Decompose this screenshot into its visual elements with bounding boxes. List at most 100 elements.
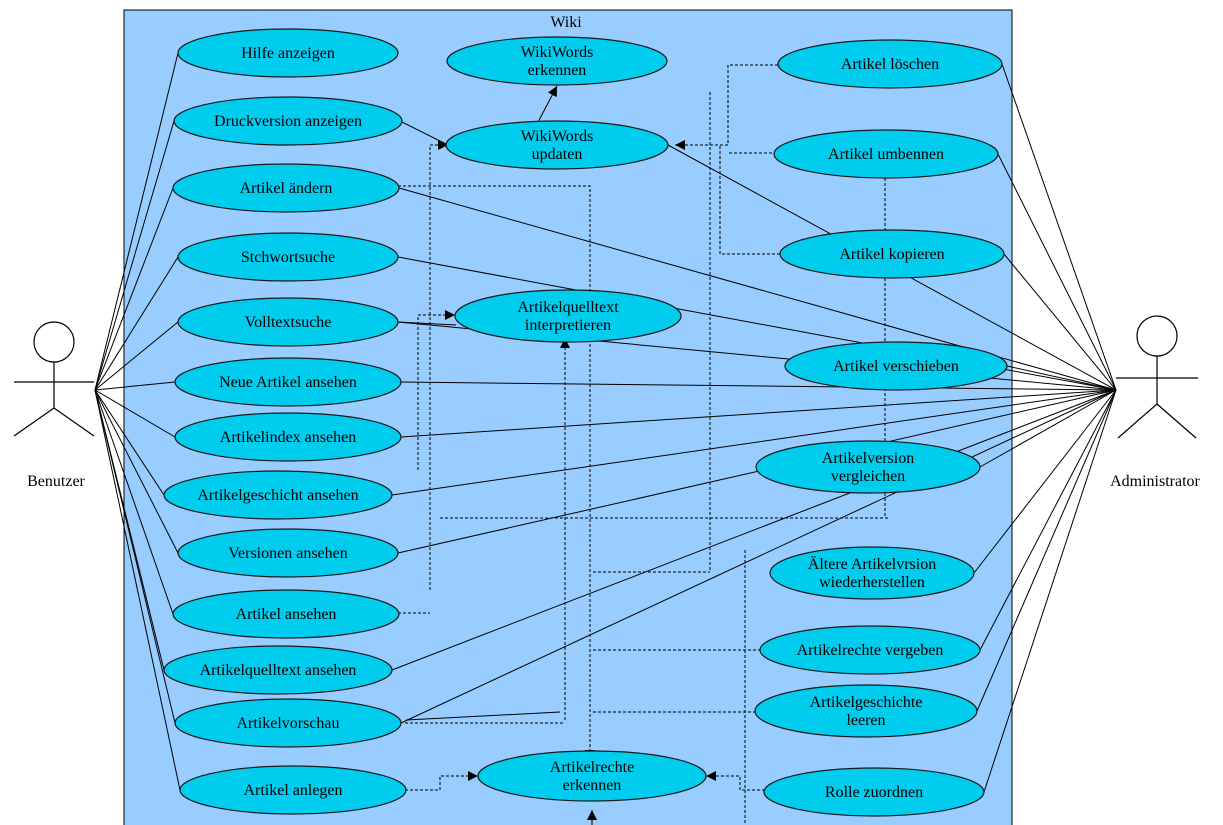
use-case-label: Artikelgeschicht ansehen [197,487,358,504]
use-case-ellipse [773,129,999,179]
use-case-ellipse [784,341,1008,391]
user-association-line [94,389,179,554]
admin-association-line [391,389,1117,671]
user-association-line [94,389,174,615]
user-association-line [94,321,179,391]
user-association-line [94,256,179,391]
use-case-geschicht[interactable]: Artikelgeschicht ansehen [163,470,393,520]
use-case-ellipse [163,645,393,695]
admin-association-line [979,389,1117,468]
admin-association-line [979,389,1117,651]
user-association-line [94,389,176,724]
use-case-ellipse [446,36,668,86]
use-case-label: interpretieren [525,317,611,334]
use-case-ellipse [445,120,669,170]
use-case-label: Artikelquelltext [517,299,619,316]
actor-associations [94,52,1117,793]
use-case-ellipse [777,39,1003,89]
include-relations [397,64,890,825]
use-case-ellipse [179,765,407,815]
admin-association-line [976,389,1117,712]
user-association-line [94,187,174,391]
use-case-verschieben[interactable]: Artikel verschieben [784,341,1008,391]
use-case-aendern[interactable]: Artikel ändern [172,163,400,213]
admin-association-line [400,389,1117,724]
use-case-label: Artikelindex ansehen [220,429,356,446]
use-case-rolle[interactable]: Rolle zuordnen [763,767,985,817]
use-case-ellipse [779,229,1005,279]
use-case-label: Hilfe anzeigen [241,45,335,62]
use-case-label: Artikelrechte [550,759,634,776]
admin-association-line [973,389,1117,574]
use-case-label: erkennen [563,777,622,794]
use-case-kopieren[interactable]: Artikel kopieren [779,229,1005,279]
actor-head [33,321,75,363]
use-case-label: leeren [846,712,885,729]
dependency-arrow [417,310,455,470]
use-case-ellipse [763,767,985,817]
use-case-label: wiederherstellen [819,574,925,591]
dependency-arrow [675,65,729,150]
use-case-label: Ältere Artikelvrsion [808,555,936,573]
use-case-label: Artikel verschieben [833,358,959,375]
use-case-index[interactable]: Artikelindex ansehen [174,412,402,462]
use-case-umbennen[interactable]: Artikel umbennen [773,129,999,179]
use-case-neue[interactable]: Neue Artikel ansehen [174,357,402,407]
use-case-ellipse [174,412,402,462]
admin-association-line [997,153,1117,391]
use-case-label: Artikel löschen [841,56,939,73]
dependency-arrow [706,771,765,791]
include-arrow [536,85,558,125]
admin-association-line [400,381,1117,391]
use-case-label: Neue Artikel ansehen [219,374,357,391]
use-case-anlegen[interactable]: Artikel anlegen [179,765,407,815]
actor-head [1136,315,1178,357]
use-case-label: updaten [532,146,583,163]
use-case-ellipse [174,357,402,407]
use-case-ellipse [173,96,403,146]
use-case-druck[interactable]: Druckversion anzeigen [173,96,403,146]
use-case-ellipse [454,289,682,343]
user-association-line [94,120,175,391]
use-case-label: Artikel anlegen [243,782,342,799]
admin-association-line [1006,365,1117,391]
admin-actor[interactable]: Administrator [1110,315,1201,490]
use-case-stichwort[interactable]: Stchwortsuche [177,232,399,282]
use-case-vergeben[interactable]: Artikelrechte vergeben [759,625,981,675]
dependency-arrow [429,140,448,590]
use-case-label: Druckversion anzeigen [214,113,362,130]
use-case-label: Artikel umbennen [828,146,944,163]
use-case-ellipse [755,440,981,494]
use-case-loeschen[interactable]: Artikel löschen [777,39,1003,89]
use-case-versionen[interactable]: Versionen ansehen [177,528,399,578]
use-case-label: vergleichen [831,468,905,485]
use-case-label: WikiWords [521,44,594,61]
use-case-ansehen[interactable]: Artikel ansehen [172,589,400,639]
use-case-ellipse [759,625,981,675]
use-case-volltext[interactable]: Volltextsuche [177,297,399,347]
use-case-hilfe[interactable]: Hilfe anzeigen [177,28,399,78]
use-case-label: Artikelversion [822,450,914,467]
use-case-ellipse [172,589,400,639]
use-case-label: Artikel ansehen [236,606,337,623]
use-case-ellipse [174,698,402,748]
use-case-label: Artikelquelltext ansehen [200,662,357,679]
use-case-ellipse [477,750,707,802]
use-case-ellipse [177,297,399,347]
user-association-line [94,389,165,496]
use-case-quelltext[interactable]: Artikelquelltext ansehen [163,645,393,695]
use-case-label: Stchwortsuche [241,249,335,266]
use-case-label: Artikelgeschichte [810,694,923,711]
user-actor[interactable]: Benutzer [13,321,95,490]
use-case-ellipse [177,528,399,578]
association-line [405,711,561,721]
use-case-vorschau[interactable]: Artikelvorschau [174,698,402,748]
